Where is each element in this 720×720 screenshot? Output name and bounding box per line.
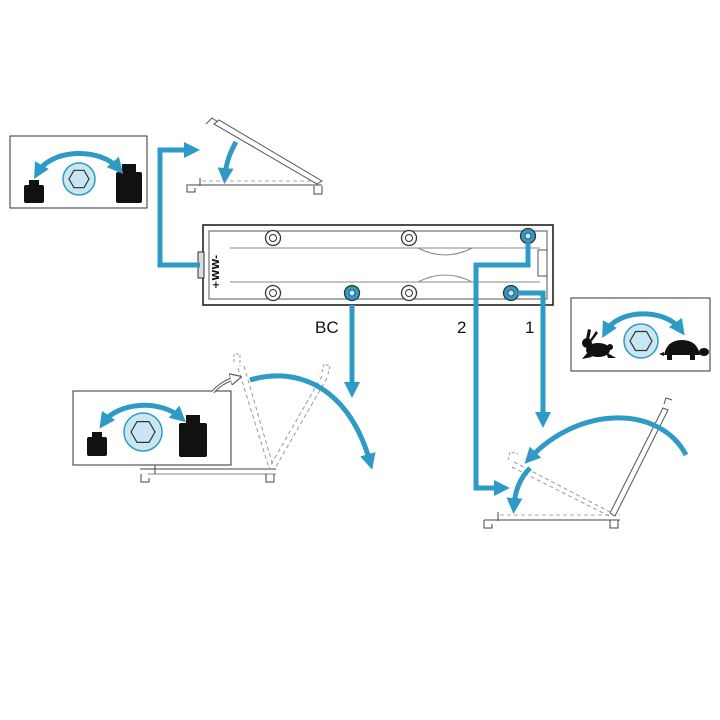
valve-1-label: 1 <box>525 318 534 337</box>
opening-arrow-icon <box>211 378 236 394</box>
spring-door-illustration <box>186 117 323 195</box>
backcheck-door-illustration <box>140 353 376 483</box>
adjust-arrow-icon-bottom <box>99 402 186 429</box>
small-weight-icon-bottom <box>87 432 107 456</box>
spring-connector <box>157 141 201 268</box>
valve-1-connector <box>518 290 552 429</box>
valve-bc-screw <box>343 284 361 302</box>
backcheck-arrow-icon <box>249 373 376 470</box>
latch-arrow-icon <box>506 466 532 514</box>
closing-arrow-icon <box>217 140 239 184</box>
spring-symbol: +WW- <box>211 255 222 289</box>
bc-label: BC <box>315 318 339 337</box>
hex-adjust-nut-icon-speed <box>623 323 659 359</box>
closing-speed-panel <box>570 297 711 372</box>
valve-2-screw <box>519 227 537 245</box>
sweep-arrow-icon <box>524 415 689 464</box>
screw-top-middle <box>400 229 418 247</box>
screw-top-left <box>264 229 282 247</box>
rabbit-icon <box>582 329 616 359</box>
hex-adjust-nut-icon-bottom <box>123 412 163 452</box>
large-weight-icon <box>116 164 142 203</box>
closing-force-panel-top <box>9 135 148 209</box>
closing-force-panel-bottom <box>72 390 232 466</box>
screw-bottom-left <box>264 284 282 302</box>
turtle-icon <box>659 340 709 360</box>
speed-adjust-arrow-icon <box>602 311 685 338</box>
large-weight-icon-bottom <box>179 415 207 457</box>
valve-2-connector <box>473 243 531 497</box>
hex-adjust-nut-icon <box>62 162 96 196</box>
adjust-arrow-icon <box>34 150 124 179</box>
small-weight-icon <box>24 180 44 203</box>
latch-door-illustration <box>483 397 689 529</box>
valve-2-label: 2 <box>457 318 466 337</box>
valve-1-screw <box>502 284 520 302</box>
screw-bottom-middle <box>400 284 418 302</box>
